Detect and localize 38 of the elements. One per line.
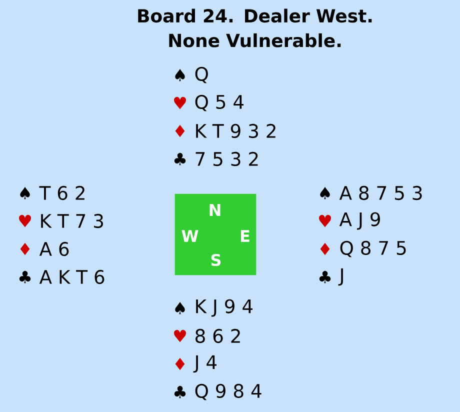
card-list: J — [338, 268, 343, 286]
direction-letter: N — [210, 204, 220, 216]
card-list: K J 9 4 — [196, 299, 253, 317]
card-list: 7 5 3 2 — [196, 152, 258, 166]
suit-symbol: ♦ — [175, 358, 185, 370]
suit-symbol: ♥ — [19, 214, 31, 228]
card-list: K T 7 3 — [41, 214, 103, 228]
suit-symbol: ♣ — [19, 270, 31, 284]
card-list: Q 9 8 4 — [195, 384, 262, 400]
suit-symbol: ♠ — [175, 302, 185, 314]
suit-symbol: ♥ — [319, 214, 331, 228]
suit-symbol: ♦ — [175, 124, 185, 138]
card-list: Q 8 7 5 — [340, 240, 406, 258]
card-list: A K T 6 — [39, 270, 104, 284]
card-list: 8 6 2 — [196, 328, 240, 344]
direction-letter: E — [241, 230, 250, 242]
suit-symbol: ♦ — [320, 242, 330, 256]
suit-symbol: ♠ — [175, 68, 185, 82]
suit-symbol: ♦ — [20, 242, 30, 256]
card-list: A J 9 — [339, 212, 380, 230]
title: Board 24. Dealer West. None Vulnerable. — [138, 8, 372, 48]
card-list: A 6 — [39, 242, 69, 256]
card-list: Q — [195, 66, 208, 84]
card-list: A 8 7 5 3 — [339, 186, 422, 200]
suit-symbol: ♣ — [319, 270, 331, 284]
suit-symbol: ♣ — [174, 386, 186, 398]
card-list: T 6 2 — [39, 186, 84, 200]
suit-symbol: ♠ — [320, 186, 330, 200]
direction-letter: S — [211, 254, 221, 266]
compass-box — [174, 194, 256, 276]
direction-letter: W — [182, 230, 198, 242]
suit-symbol: ♣ — [174, 152, 186, 166]
card-list: J 4 — [193, 355, 217, 373]
suit-symbol: ♥ — [174, 96, 186, 110]
card-list: K T 9 3 2 — [196, 124, 276, 138]
card-list: Q 5 4 — [195, 94, 244, 112]
suit-symbol: ♥ — [174, 330, 186, 342]
suit-symbol: ♠ — [20, 186, 30, 200]
